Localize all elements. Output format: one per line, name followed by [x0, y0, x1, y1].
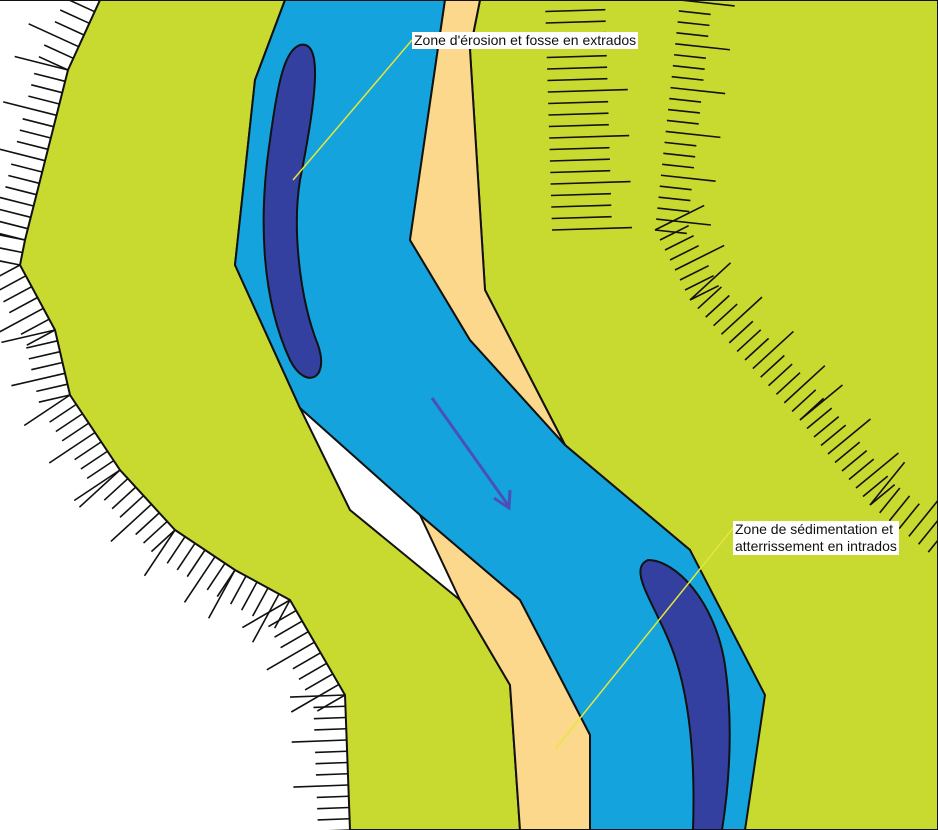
hachure-mark — [34, 73, 65, 81]
hachure-mark — [0, 147, 45, 160]
hachure-mark — [75, 442, 102, 460]
hachure-mark — [36, 384, 67, 391]
hachure-mark — [8, 175, 39, 183]
sedimentation-zone-label: Zone de sédimentation et atterrissement … — [733, 521, 899, 555]
hachure-mark — [253, 588, 268, 616]
hachure-mark — [0, 221, 28, 229]
hachure-mark — [9, 298, 37, 313]
hachure-mark — [317, 796, 349, 797]
hachure-mark — [293, 785, 348, 787]
erosion-zone-label: Zone d'érosion et fosse en extrados — [412, 32, 638, 49]
hachure-mark — [3, 287, 31, 302]
hachure-mark — [318, 819, 350, 820]
hachure-mark — [0, 259, 20, 265]
hachure-mark — [0, 246, 23, 252]
hachure-mark — [0, 193, 34, 206]
hachure-mark — [20, 130, 51, 138]
hachure-mark — [316, 774, 348, 775]
hachure-mark — [60, 10, 89, 23]
hachure-mark — [293, 653, 321, 669]
hachure-mark — [29, 24, 79, 47]
hachure-mark — [314, 729, 346, 730]
hachure-mark — [0, 308, 43, 334]
hachure-mark — [316, 763, 348, 764]
hachure-mark — [1, 330, 55, 342]
hachure-mark — [317, 808, 349, 809]
hachure-mark — [267, 642, 315, 670]
hachure-mark — [231, 576, 246, 604]
hachure-mark — [111, 504, 152, 541]
hachure-mark — [177, 543, 195, 570]
sedimentation-zone-label-line1: Zone de sédimentation et — [735, 521, 897, 538]
hachure-mark — [55, 22, 84, 35]
hachure-mark — [0, 265, 20, 291]
hachure-mark — [275, 621, 303, 637]
hachure-mark — [184, 557, 215, 603]
hachure-mark — [50, 404, 77, 422]
hachure-mark — [31, 85, 62, 93]
hachure-mark — [17, 141, 48, 149]
hachure-mark — [11, 164, 42, 172]
sedimentation-zone-label-line2: atterrissement en intrados — [735, 538, 897, 555]
hachure-mark — [292, 740, 347, 742]
hachure-mark — [74, 470, 120, 501]
hachure-mark — [49, 433, 95, 464]
hachure-mark — [81, 451, 108, 469]
hachure-mark — [317, 695, 345, 711]
hachure-mark — [209, 570, 235, 618]
hachure-mark — [281, 632, 309, 648]
hachure-mark — [3, 102, 56, 115]
hachure-mark — [253, 594, 279, 642]
hachure-mark — [31, 363, 62, 370]
hachure-mark — [28, 96, 59, 104]
hachure-mark — [187, 550, 205, 577]
hachure-mark — [5, 187, 36, 195]
hachure-mark — [11, 373, 65, 385]
hachure-mark — [242, 582, 257, 610]
hachure-mark — [290, 695, 345, 697]
hachure-mark — [299, 663, 327, 679]
hachure-mark — [207, 563, 225, 590]
hachure-mark — [0, 209, 31, 217]
hachure-mark — [26, 341, 57, 348]
hachure-mark — [29, 352, 60, 359]
hachure-mark — [23, 119, 54, 127]
hachure-mark — [79, 470, 120, 507]
hachure-mark — [56, 414, 83, 432]
hachure-mark — [62, 423, 89, 441]
hachure-mark — [44, 45, 73, 58]
hachure-mark — [167, 537, 185, 564]
hachure-mark — [144, 530, 175, 576]
hachure-mark — [87, 461, 114, 479]
erosion-zone-label-text: Zone d'érosion et fosse en extrados — [414, 32, 636, 49]
hachure-mark — [0, 276, 26, 291]
hachure-mark — [313, 706, 345, 707]
hachure-mark — [315, 751, 347, 752]
hachure-mark — [314, 718, 346, 719]
hachure-mark — [66, 0, 95, 12]
hachure-mark — [305, 674, 333, 690]
